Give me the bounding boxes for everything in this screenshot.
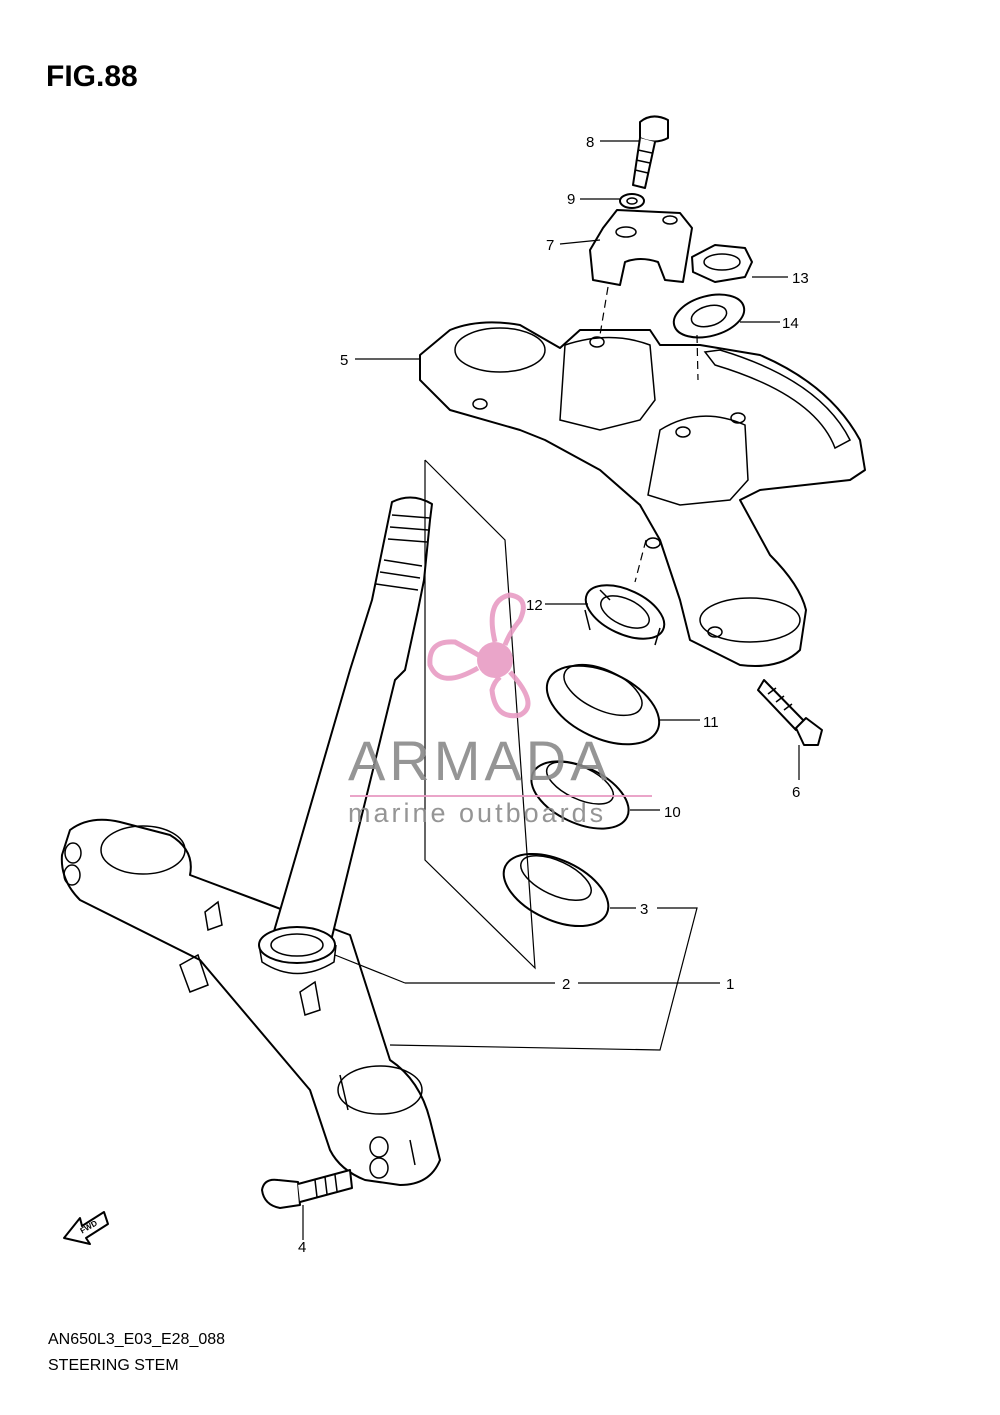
callout-5: 5 bbox=[340, 352, 348, 369]
callout-12: 12 bbox=[526, 597, 543, 614]
figure-title: FIG.88 bbox=[46, 60, 138, 93]
upper-bracket-part bbox=[419, 321, 866, 667]
callout-14: 14 bbox=[782, 315, 799, 332]
bolt-4-part bbox=[261, 1169, 353, 1209]
callout-2: 2 bbox=[562, 976, 570, 993]
bolt-8-part bbox=[632, 115, 669, 189]
callout-13: 13 bbox=[792, 270, 809, 287]
callout-11: 11 bbox=[703, 714, 719, 731]
stem-nut-part bbox=[691, 244, 753, 283]
stem-shaft-part bbox=[258, 496, 433, 975]
callout-3: 3 bbox=[640, 901, 648, 918]
washer-14-part bbox=[672, 293, 746, 339]
handlebar-holder-part bbox=[589, 209, 693, 286]
lower-bracket-part bbox=[60, 818, 441, 1186]
callout-1: 1 bbox=[726, 976, 734, 993]
watermark: ARMADA marine outboards bbox=[348, 592, 652, 828]
lock-nut-part bbox=[584, 584, 666, 646]
callout-labels: 8 9 7 13 14 5 12 11 6 10 3 2 1 4 bbox=[298, 134, 809, 1256]
forward-arrow-icon: FWD bbox=[63, 1211, 109, 1245]
callout-7: 7 bbox=[546, 237, 554, 254]
bolt-6-part bbox=[757, 679, 823, 746]
lower-bearing-part bbox=[502, 852, 610, 928]
figure-code: AN650L3_E03_E28_088 bbox=[48, 1331, 226, 1348]
propeller-icon bbox=[427, 592, 531, 719]
leader-lines bbox=[302, 140, 800, 1240]
callout-4: 4 bbox=[298, 1239, 306, 1256]
lock-washer-part bbox=[619, 193, 645, 209]
callout-10: 10 bbox=[664, 804, 681, 821]
watermark-tagline: marine outboards bbox=[348, 798, 606, 828]
figure-name: STEERING STEM bbox=[48, 1357, 179, 1374]
callout-8: 8 bbox=[586, 134, 594, 151]
callout-6: 6 bbox=[792, 784, 800, 801]
callout-9: 9 bbox=[567, 191, 575, 208]
watermark-brand: ARMADA bbox=[348, 729, 612, 792]
dust-seal-part bbox=[545, 663, 661, 746]
